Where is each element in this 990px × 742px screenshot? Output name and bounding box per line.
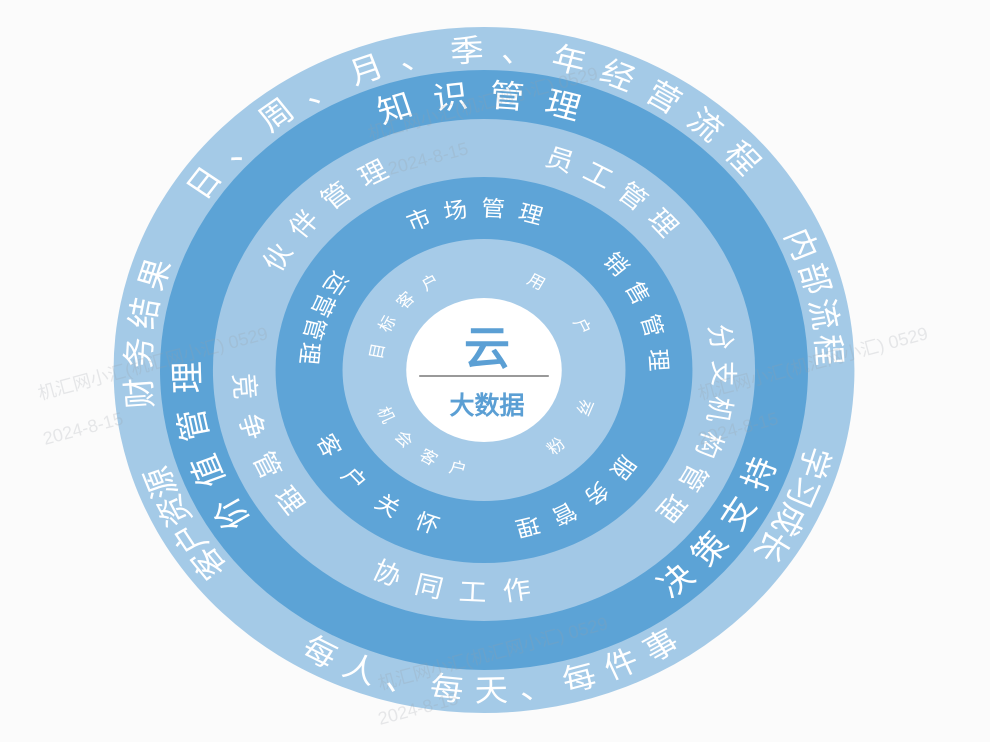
core-subtitle: 大数据 (449, 391, 524, 420)
core-circle (406, 298, 562, 442)
watermark-text: 2024-8-15 (41, 408, 125, 449)
ring-discs (113, 27, 855, 713)
core-title: 云 (464, 321, 510, 375)
